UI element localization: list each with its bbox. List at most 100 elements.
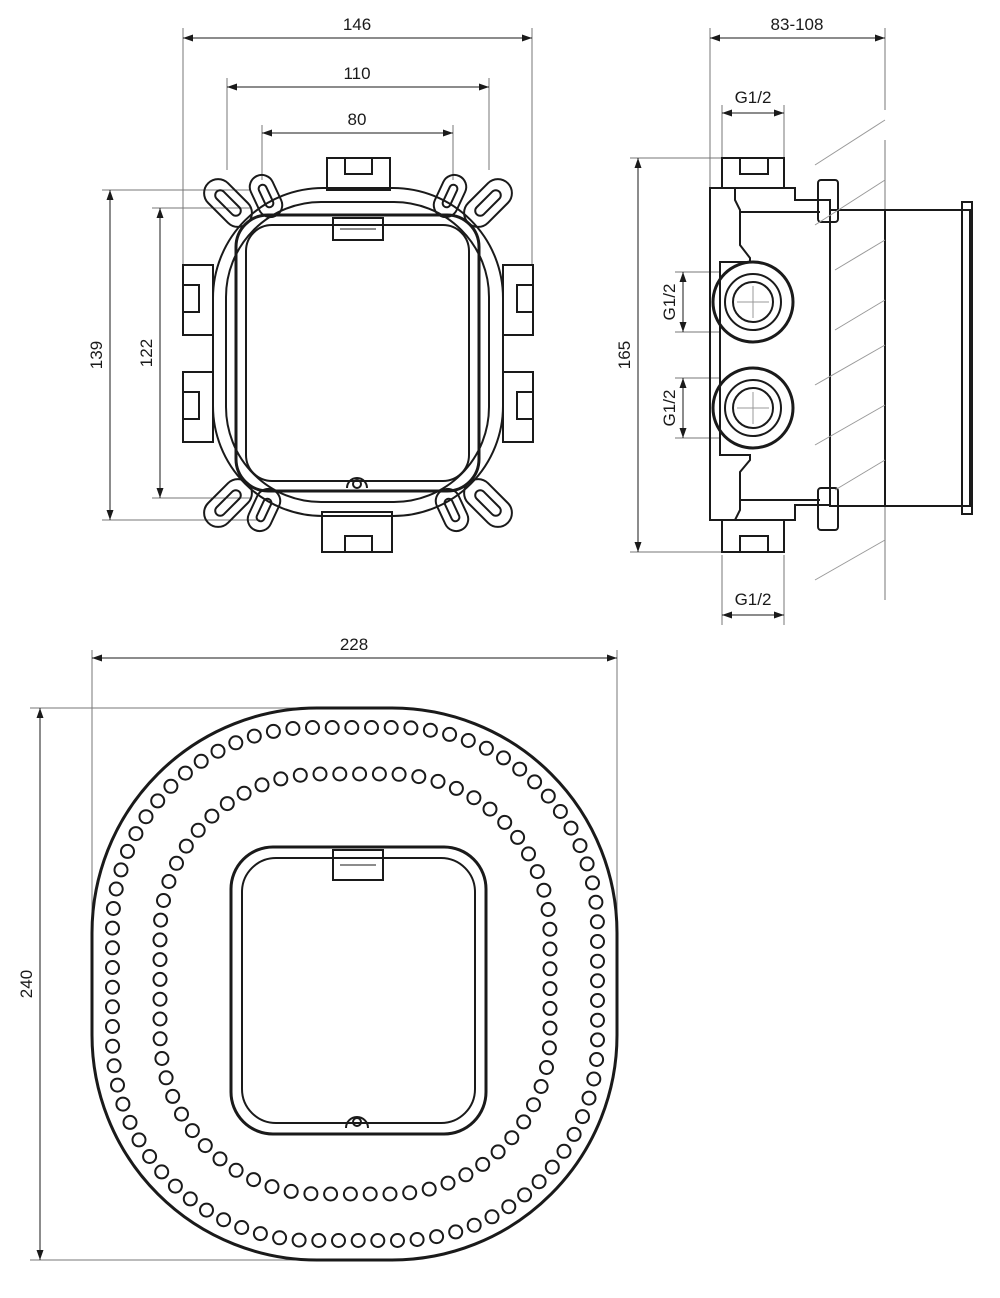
plate-cutout-inner — [241, 857, 476, 1124]
plate-hole — [589, 1052, 605, 1067]
plate-hole — [152, 1031, 168, 1047]
plate-hole — [539, 1060, 554, 1075]
plate-hole — [138, 809, 154, 825]
side-bracket-top — [817, 179, 839, 223]
plate-hole — [285, 721, 301, 736]
plate-cutout-outer — [229, 845, 488, 1136]
dim-mid-width: 110 — [227, 64, 489, 91]
plate-hole — [154, 1164, 170, 1180]
body-outline — [212, 187, 504, 517]
dim-label-146: 146 — [343, 15, 371, 34]
plate-hole — [113, 862, 129, 878]
plate-hole — [105, 920, 120, 936]
dim-overall-width: 146 — [183, 15, 532, 42]
plate-hole — [572, 838, 588, 854]
plate-hole — [212, 1151, 228, 1167]
side-body-profile — [709, 187, 751, 521]
plate-hole — [312, 766, 328, 782]
plate-hole — [517, 1187, 533, 1203]
plate-hole — [178, 838, 194, 854]
dim-label-228: 228 — [340, 635, 368, 654]
plate-hole — [152, 1011, 168, 1027]
left-port-upper — [182, 264, 214, 336]
top-port — [326, 157, 391, 241]
plate-hole — [246, 1172, 262, 1188]
dim-label-122: 122 — [137, 339, 156, 367]
plate-hole — [105, 1019, 120, 1034]
plate-hole — [105, 960, 120, 975]
plate-hole — [252, 1226, 268, 1242]
plaster-guard — [829, 209, 971, 507]
plate-outline — [90, 706, 619, 1262]
plate-hole — [210, 743, 226, 759]
dim-height-165: 165 — [615, 158, 642, 552]
plate-hole — [265, 723, 281, 739]
plate-hole — [504, 1130, 520, 1146]
plate-hole — [590, 934, 605, 949]
plate-view: 228 240 — [17, 635, 619, 1262]
dim-label-240: 240 — [17, 970, 36, 998]
plate-hole — [430, 773, 446, 789]
plate-hole — [542, 981, 558, 997]
plate-hole — [590, 1012, 605, 1028]
plate-hole — [448, 1224, 464, 1240]
plate-hole — [184, 1123, 200, 1139]
plate-hole — [460, 733, 476, 748]
plate-hole — [497, 814, 513, 830]
plate-hole — [501, 1199, 517, 1215]
plate-hole — [152, 952, 168, 968]
plate-hole — [197, 1138, 213, 1154]
side-port-lower-circle — [711, 366, 795, 450]
plate-hole — [105, 999, 120, 1015]
plate-hole — [448, 780, 464, 796]
plate-hole — [152, 971, 168, 987]
plate-hole — [115, 1096, 131, 1112]
plate-hole — [458, 1167, 474, 1183]
plate-hole — [150, 793, 166, 809]
plate-hole — [475, 1156, 491, 1172]
dim-plate-height: 240 — [17, 708, 44, 1260]
plate-hole — [529, 864, 545, 880]
body-inner-outline — [225, 201, 490, 503]
plate-hole — [105, 901, 121, 916]
plate-hole — [429, 1229, 445, 1245]
plaster-guard-flange — [961, 201, 973, 515]
plate-hole — [167, 1178, 183, 1194]
dim-top-port: G1/2 — [722, 88, 784, 117]
plate-hole — [541, 1040, 557, 1056]
plate-hole — [324, 720, 340, 735]
plate-hole — [422, 722, 438, 738]
plate-hole — [246, 728, 262, 744]
plate-hole — [120, 843, 135, 859]
plate-hole — [152, 932, 168, 948]
plate-hole — [510, 829, 526, 845]
plate-hole — [526, 1097, 541, 1113]
plate-hole — [236, 785, 252, 801]
plate-hole — [482, 801, 498, 817]
plate-hole — [305, 720, 320, 735]
plate-hole — [586, 1071, 602, 1087]
dim-label-80: 80 — [348, 110, 367, 129]
plate-hole — [228, 735, 244, 751]
plate-hole — [364, 720, 379, 735]
plate-hole — [590, 1032, 605, 1048]
plate-hole — [158, 1070, 174, 1086]
plate-hole — [581, 1090, 597, 1106]
plate-hole — [264, 1179, 280, 1195]
plate-hole — [540, 902, 556, 917]
plate-hole — [552, 804, 568, 819]
side-view: 83-108 G1/2 165 G1/2 G1/2 G1/2 — [615, 15, 973, 625]
plate-hole — [383, 720, 399, 735]
plate-hole — [466, 1217, 482, 1233]
plate-hole — [542, 921, 558, 937]
plate-hole — [174, 1106, 189, 1122]
plate-hole — [362, 1186, 378, 1202]
bottom-port — [321, 477, 393, 553]
side-port-upper-circle — [711, 260, 795, 344]
dim-label-110: 110 — [343, 64, 370, 83]
plate-hole — [190, 822, 206, 838]
plate-hole — [512, 761, 528, 777]
plate-hole — [234, 1220, 250, 1235]
right-port-lower — [502, 371, 534, 443]
